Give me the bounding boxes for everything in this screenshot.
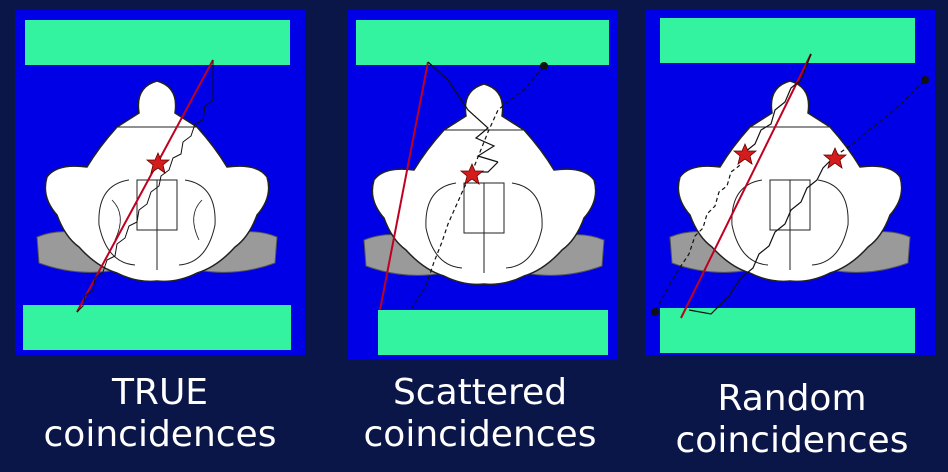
panel-true-coincidences xyxy=(15,10,305,360)
detector-bottom xyxy=(23,305,291,350)
caption-random: Random coincidences xyxy=(642,378,942,462)
caption-true-line1: TRUE xyxy=(10,372,310,414)
photon-arrow-head-top xyxy=(540,62,548,70)
detector-bottom xyxy=(660,308,915,353)
caption-true: TRUE coincidences xyxy=(10,372,310,456)
photon-arrow-head-right xyxy=(921,76,929,84)
detector-bottom xyxy=(378,310,608,355)
detector-top xyxy=(25,20,290,65)
caption-random-line2: coincidences xyxy=(642,420,942,462)
caption-scattered: Scattered coincidences xyxy=(330,372,630,456)
caption-scattered-line2: coincidences xyxy=(330,414,630,456)
caption-true-line2: coincidences xyxy=(10,414,310,456)
panel-random-coincidences xyxy=(645,10,935,360)
photon-arrow-head-left xyxy=(651,308,659,316)
caption-scattered-line1: Scattered xyxy=(330,372,630,414)
caption-random-line1: Random xyxy=(642,378,942,420)
detector-top xyxy=(356,20,609,65)
panel-scattered-coincidences xyxy=(348,10,618,360)
detector-top xyxy=(660,18,915,63)
